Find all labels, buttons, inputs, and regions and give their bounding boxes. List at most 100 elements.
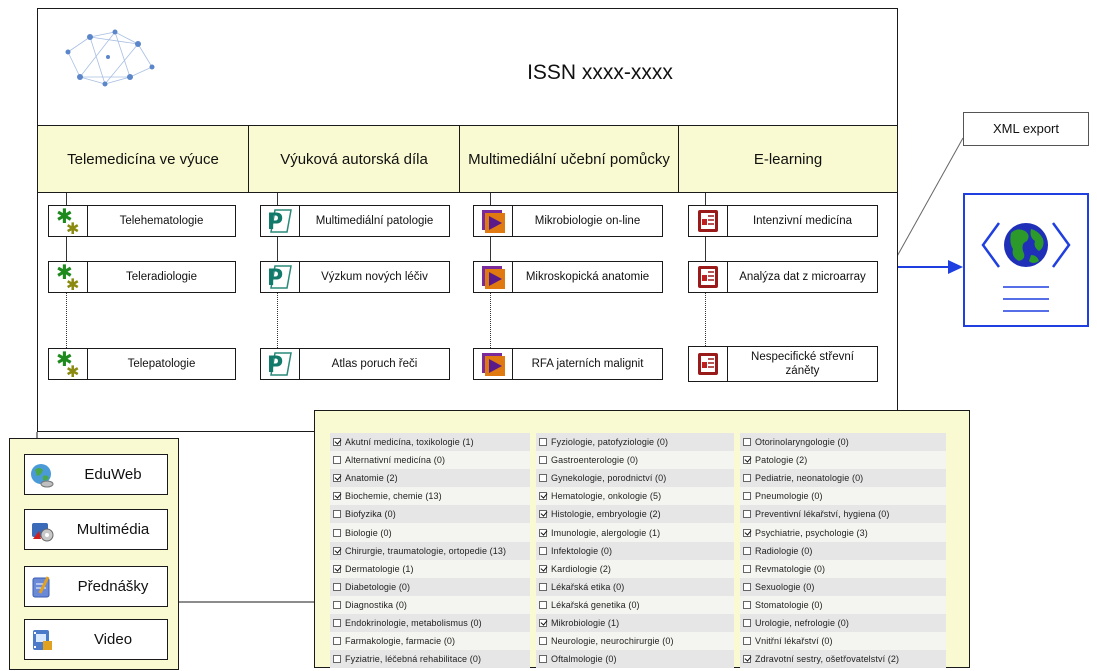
item-mikroskopicka-anatomie[interactable]: Mikroskopická anatomie <box>473 261 663 293</box>
filter-checkbox[interactable] <box>743 492 751 501</box>
filter-checkbox[interactable] <box>539 655 547 664</box>
filter-checkbox[interactable] <box>539 637 547 646</box>
item-vyzkum-novych-leciv[interactable]: P Výzkum nových léčiv <box>260 261 450 293</box>
filter-row[interactable]: Anatomie (2) <box>330 469 530 488</box>
filter-row[interactable]: Histologie, embryologie (2) <box>536 505 734 524</box>
filter-checkbox[interactable] <box>333 582 341 591</box>
filter-checkbox[interactable] <box>539 600 547 609</box>
filter-checkbox[interactable] <box>743 474 751 483</box>
item-rfa-jaternich-malignit[interactable]: RFA jaterních malignit <box>473 348 663 380</box>
filter-row[interactable]: Lékařská etika (0) <box>536 577 734 596</box>
filter-checkbox[interactable] <box>333 474 341 483</box>
filter-checkbox[interactable] <box>539 438 547 447</box>
filter-row[interactable]: Biofyzika (0) <box>330 505 530 524</box>
filter-checkbox[interactable] <box>333 655 341 664</box>
filter-row[interactable]: Dermatologie (1) <box>330 559 530 578</box>
filter-checkbox[interactable] <box>333 438 341 447</box>
filter-row[interactable]: Biochemie, chemie (13) <box>330 487 530 506</box>
category-telemedicine[interactable]: Telemedicína ve výuce <box>38 126 249 192</box>
filter-row[interactable]: Mikrobiologie (1) <box>536 613 734 633</box>
filter-row[interactable]: Alternativní medicína (0) <box>330 451 530 470</box>
filter-row[interactable]: Diagnostika (0) <box>330 595 530 614</box>
filter-row[interactable]: Neurologie, neurochirurgie (0) <box>536 632 734 651</box>
filter-row[interactable]: Biologie (0) <box>330 523 530 542</box>
filter-row[interactable]: Lékařská genetika (0) <box>536 595 734 614</box>
filter-checkbox[interactable] <box>333 492 341 501</box>
filter-checkbox[interactable] <box>743 564 751 573</box>
filter-row[interactable]: Oftalmologie (0) <box>536 650 734 669</box>
item-telepatologie[interactable]: ✱✱ Telepatologie <box>48 348 236 380</box>
filter-checkbox[interactable] <box>539 528 547 537</box>
filter-checkbox[interactable] <box>333 546 341 555</box>
filter-checkbox[interactable] <box>333 618 341 627</box>
filter-checkbox[interactable] <box>743 510 751 519</box>
filter-row[interactable]: Endokrinologie, metabolismus (0) <box>330 613 530 633</box>
filter-checkbox[interactable] <box>539 564 547 573</box>
item-mikrobiologie-online[interactable]: Mikrobiologie on-line <box>473 205 663 237</box>
filter-checkbox[interactable] <box>539 510 547 519</box>
filter-checkbox[interactable] <box>333 528 341 537</box>
filter-row[interactable]: Pneumologie (0) <box>740 487 946 506</box>
filter-checkbox[interactable] <box>743 618 751 627</box>
filter-checkbox[interactable] <box>333 510 341 519</box>
filter-row[interactable]: Psychiatrie, psychologie (3) <box>740 523 946 542</box>
filter-row[interactable]: Akutní medicína, toxikologie (1) <box>330 433 530 452</box>
filter-row[interactable]: Patologie (2) <box>740 451 946 470</box>
filter-checkbox[interactable] <box>333 564 341 573</box>
filter-row[interactable]: Imunologie, alergologie (1) <box>536 523 734 542</box>
filter-checkbox[interactable] <box>539 492 547 501</box>
filter-checkbox[interactable] <box>743 637 751 646</box>
prednasky-button[interactable]: Přednášky <box>24 566 168 607</box>
filter-checkbox[interactable] <box>743 582 751 591</box>
item-teleradiologie[interactable]: ✱✱ Teleradiologie <box>48 261 236 293</box>
filter-row[interactable]: Pediatrie, neonatologie (0) <box>740 469 946 488</box>
multimedia-button[interactable]: Multimédia <box>24 509 168 550</box>
filter-checkbox[interactable] <box>743 528 751 537</box>
xml-export-label[interactable]: XML export <box>963 112 1089 146</box>
filter-row[interactable]: Preventivní lékařství, hygiena (0) <box>740 505 946 524</box>
filter-row[interactable]: Stomatologie (0) <box>740 595 946 614</box>
item-nespecificke-strevni-zanety[interactable]: Nespecifické střevní záněty <box>688 346 878 382</box>
filter-checkbox[interactable] <box>333 637 341 646</box>
category-elearning[interactable]: E-learning <box>753 150 823 168</box>
filter-checkbox[interactable] <box>743 438 751 447</box>
filter-row[interactable]: Chirurgie, traumatologie, ortopedie (13) <box>330 541 530 560</box>
filter-row[interactable]: Kardiologie (2) <box>536 559 734 578</box>
filter-checkbox[interactable] <box>743 600 751 609</box>
video-button[interactable]: Video <box>24 619 168 660</box>
item-analyza-dat-microarray[interactable]: Analýza dat z microarray <box>688 261 878 293</box>
filter-row[interactable]: Gastroenterologie (0) <box>536 451 734 470</box>
filter-row[interactable]: Revmatologie (0) <box>740 559 946 578</box>
filter-checkbox[interactable] <box>539 546 547 555</box>
filter-row[interactable]: Urologie, nefrologie (0) <box>740 613 946 633</box>
filter-checkbox[interactable] <box>539 474 547 483</box>
filter-row[interactable]: Hematologie, onkologie (5) <box>536 487 734 506</box>
filter-checkbox[interactable] <box>539 456 547 465</box>
filter-checkbox[interactable] <box>333 456 341 465</box>
filter-row[interactable]: Gynekologie, porodnictví (0) <box>536 469 734 488</box>
filter-row[interactable]: Fyziatrie, léčebná rehabilitace (0) <box>330 650 530 669</box>
filter-checkbox[interactable] <box>539 582 547 591</box>
category-multimedia-aids[interactable]: Multimediální učební pomůcky <box>460 126 679 192</box>
item-multimedialni-patologie[interactable]: P Multimediální patologie <box>260 205 450 237</box>
filter-checkbox[interactable] <box>743 546 751 555</box>
filter-row[interactable]: Vnitřní lékařství (0) <box>740 632 946 651</box>
category-authored-works[interactable]: Výuková autorská díla <box>249 126 460 192</box>
filter-row[interactable]: Farmakologie, farmacie (0) <box>330 632 530 651</box>
filter-row[interactable]: Otorinolaryngologie (0) <box>740 433 946 452</box>
filter-checkbox[interactable] <box>743 655 751 664</box>
eduweb-button[interactable]: EduWeb <box>24 454 168 495</box>
filter-row[interactable]: Diabetologie (0) <box>330 577 530 596</box>
item-atlas-poruch-reci[interactable]: P Atlas poruch řeči <box>260 348 450 380</box>
filter-row[interactable]: Fyziologie, patofyziologie (0) <box>536 433 734 452</box>
filter-checkbox[interactable] <box>539 618 547 627</box>
filter-row[interactable]: Zdravotní sestry, ošetřovatelství (2) <box>740 650 946 669</box>
filter-checkbox[interactable] <box>333 600 341 609</box>
item-telehematologie[interactable]: ✱✱ Telehematologie <box>48 205 236 237</box>
multimedia-label: Multimédia <box>76 521 150 538</box>
item-intenzivni-medicina[interactable]: Intenzivní medicína <box>688 205 878 237</box>
filter-row[interactable]: Sexuologie (0) <box>740 577 946 596</box>
filter-row[interactable]: Infektologie (0) <box>536 541 734 560</box>
filter-checkbox[interactable] <box>743 456 751 465</box>
filter-row[interactable]: Radiologie (0) <box>740 541 946 560</box>
